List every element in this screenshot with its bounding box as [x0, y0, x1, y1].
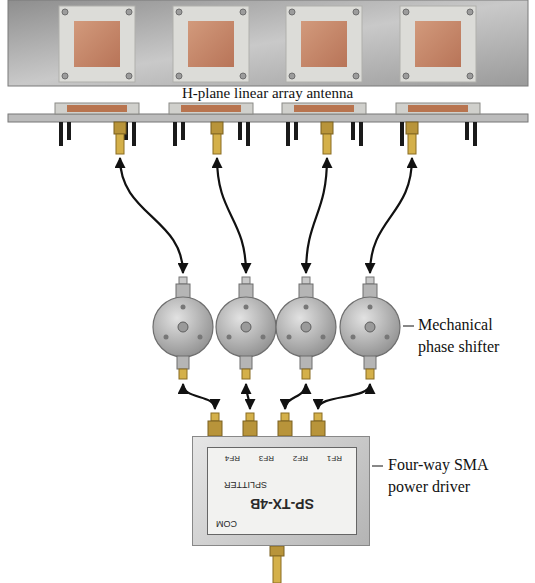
illustration-part: [8, 0, 528, 86]
illustration-part: [372, 466, 383, 467]
illustration-part: [276, 277, 336, 379]
illustration-part: [311, 413, 325, 436]
cable-arrows: [120, 158, 412, 409]
illustration-part: [306, 158, 327, 273]
illustration-part: [403, 326, 414, 327]
illustration-part: [243, 413, 257, 436]
splitter-marking: RF1: [327, 454, 342, 463]
illustration-part: [273, 556, 281, 583]
splitter-marking: SP-TX-4B: [208, 496, 356, 512]
illustration-part: [340, 277, 400, 379]
part-label: H-plane linear array antenna: [0, 85, 535, 102]
illustration-part: [270, 546, 284, 556]
illustration-part: [321, 122, 333, 154]
antenna-side-view: [8, 103, 528, 154]
illustration-part: [217, 158, 246, 273]
label-plate: COM SP-TX-4B SPLITTER RF1 RF2 RF3 RF4: [207, 447, 357, 535]
splitter-marking: RF2: [293, 454, 308, 463]
illustration-part: [120, 158, 183, 273]
illustration-part: [208, 413, 222, 436]
antenna-front-photo: [8, 0, 528, 86]
illustration-part: [400, 6, 476, 82]
leader-lines: [372, 326, 414, 466]
illustration-part: [153, 277, 213, 379]
splitter-marking: COM: [216, 519, 237, 529]
illustration-part: [216, 277, 276, 379]
illustration-part: [286, 6, 362, 82]
illustration-part: [183, 384, 215, 409]
illustration-part: [8, 114, 528, 122]
illustration-part: [59, 6, 135, 82]
part-label: Mechanical phase shifter: [418, 314, 522, 358]
illustration-part: [406, 122, 418, 154]
phase-shifter-symbols: [153, 277, 400, 379]
splitter-marking: RF4: [225, 454, 240, 463]
splitter-box: COM SP-TX-4B SPLITTER RF1 RF2 RF3 RF4: [192, 436, 370, 546]
part-label: Four-way SMA power driver: [388, 454, 510, 498]
splitter-marking: RF3: [259, 454, 274, 463]
illustration-part: [318, 384, 370, 409]
illustration-part: [278, 413, 292, 436]
illustration-part: [114, 122, 126, 154]
illustration-part: [370, 158, 412, 273]
splitter-marking: SPLITTER: [224, 480, 267, 490]
illustration-part: [246, 384, 250, 409]
illustration-part: [211, 122, 223, 154]
illustration-part: [173, 6, 249, 82]
illustration-part: [285, 384, 306, 409]
